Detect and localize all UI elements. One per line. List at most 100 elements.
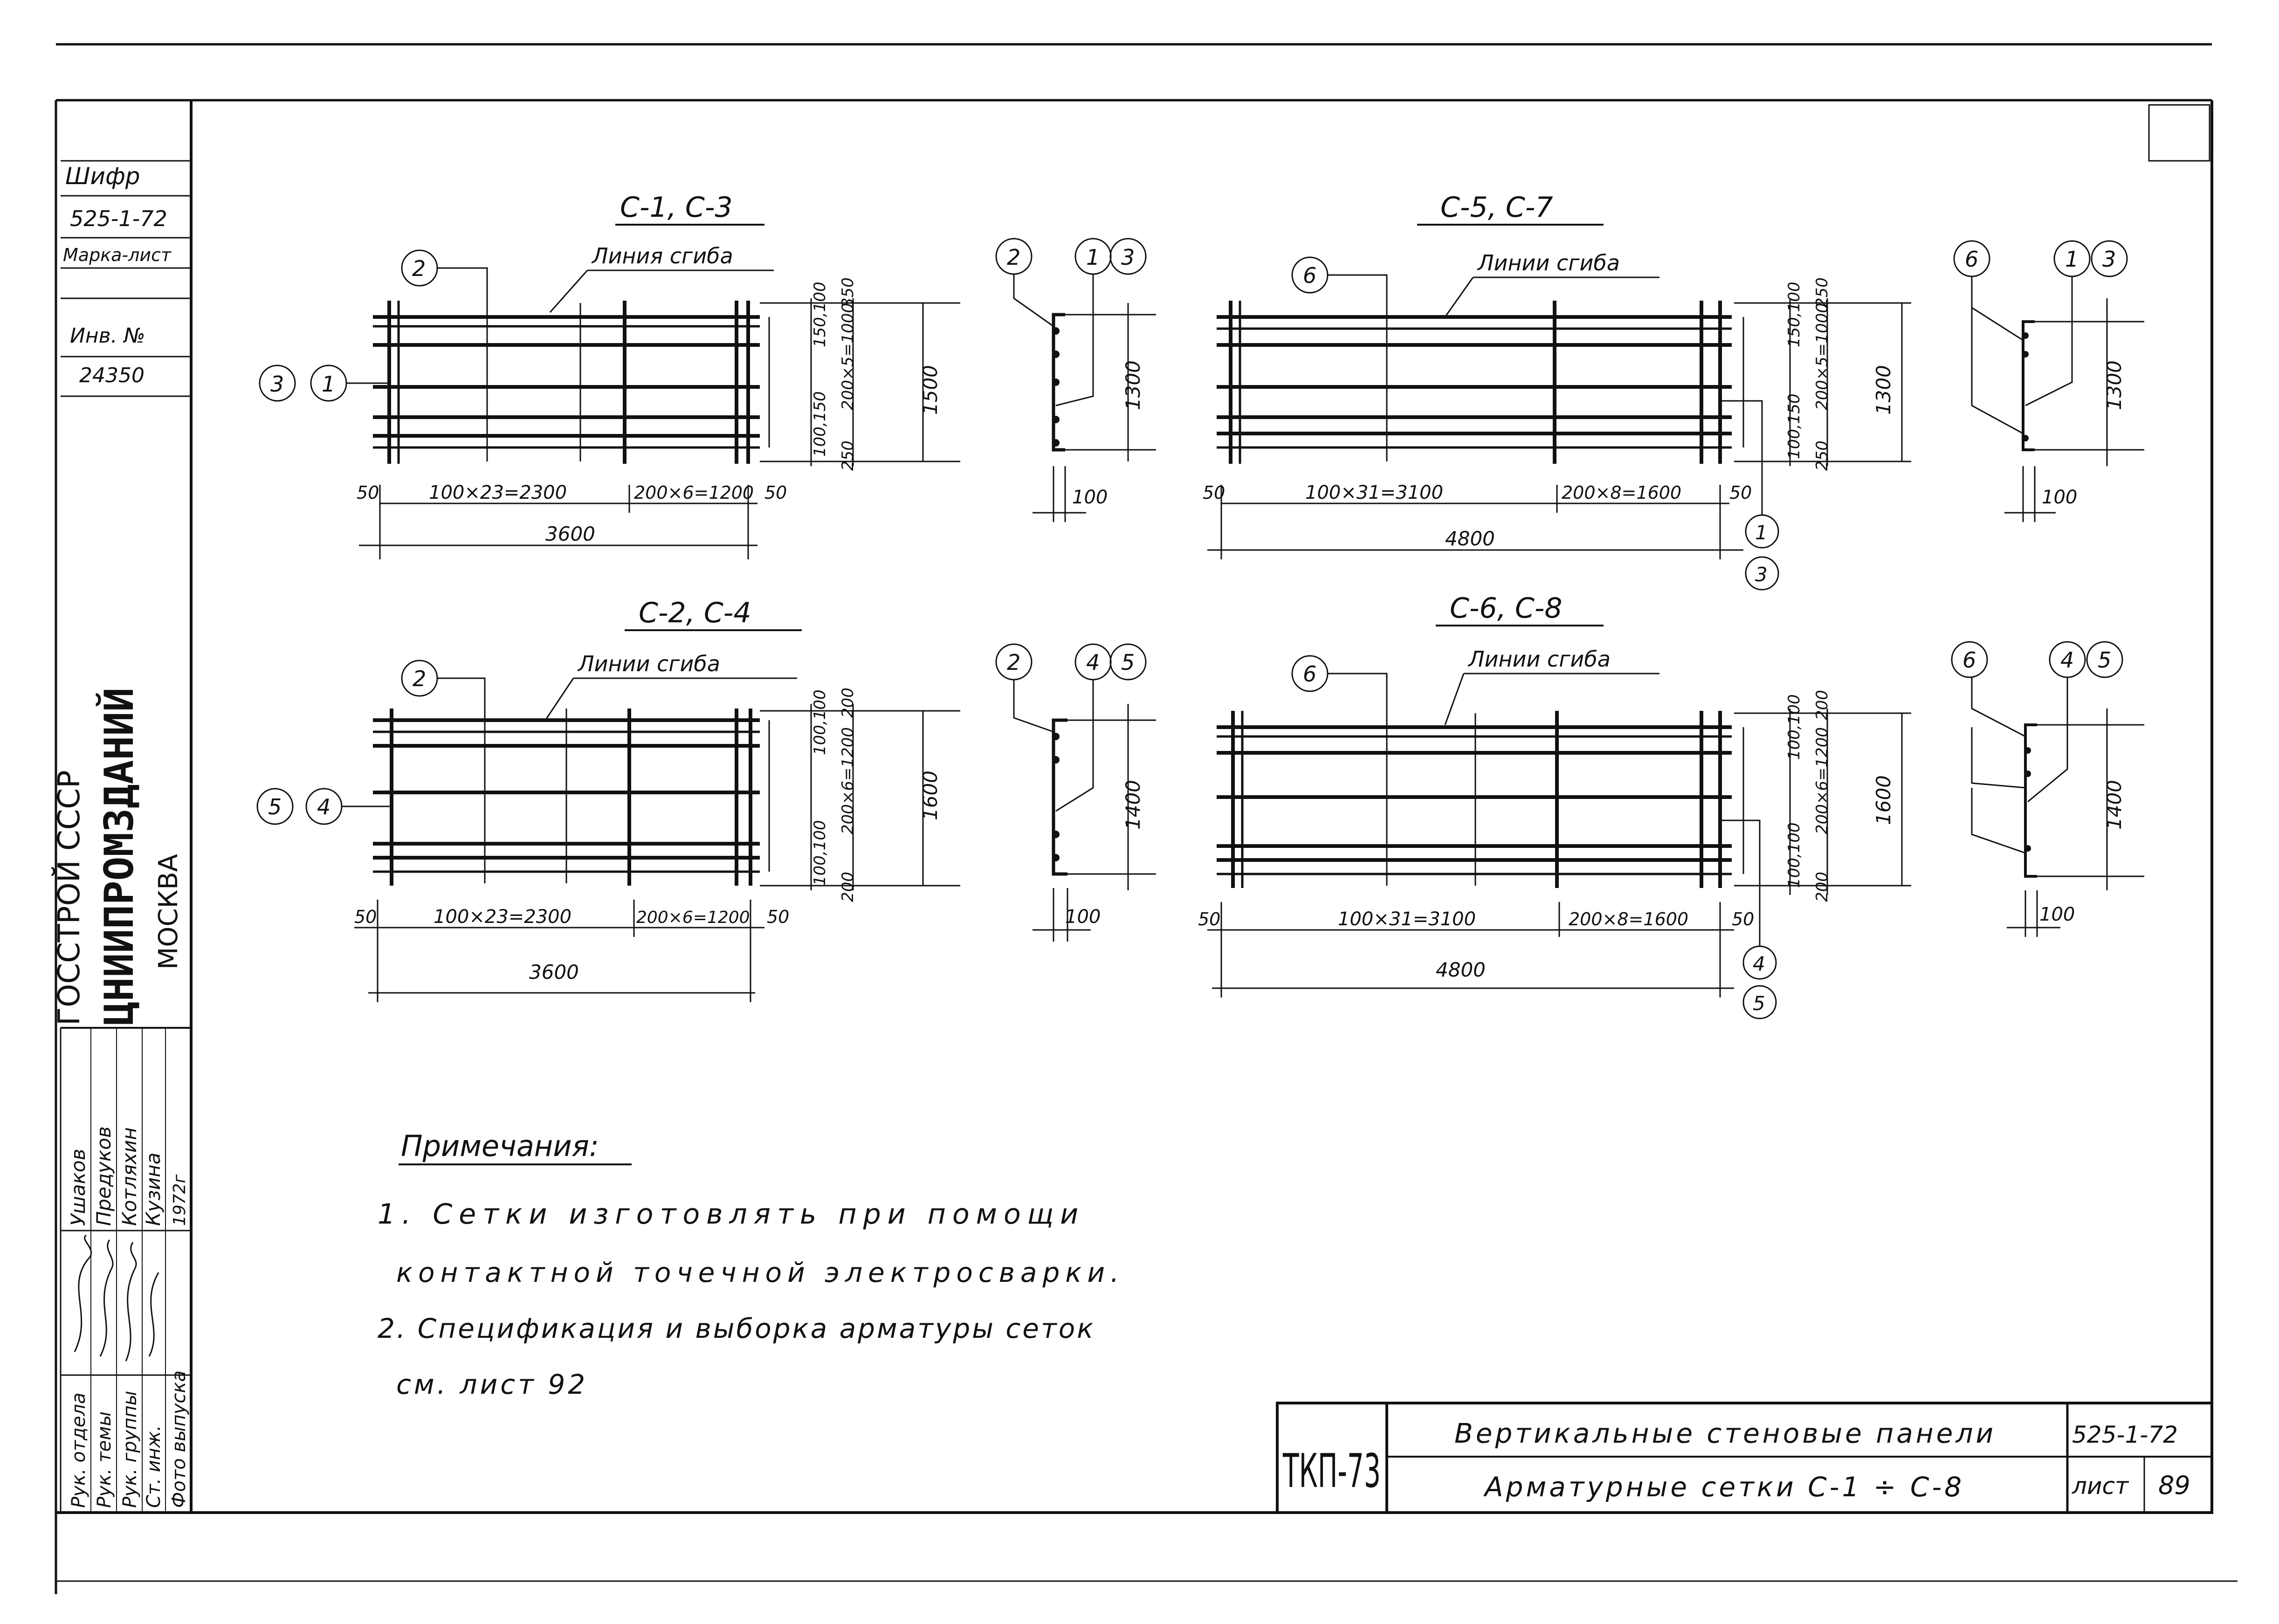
title-block: ТКП-73 Вертикальные стеновые панели Арма…	[1276, 1402, 2213, 1514]
drawing-title: С-6, С-8	[1450, 592, 1563, 625]
section-c6-c8: 6 4 5 1400 100	[1951, 641, 2144, 937]
drawing-title: С-5, С-7	[1440, 191, 1553, 224]
sec-width: 100	[2042, 487, 2077, 508]
sec-width: 100	[1072, 487, 1108, 508]
section-c2-c4: 2 4 5 1400 100	[995, 643, 1156, 942]
total-length: 4800	[1436, 958, 1486, 981]
pos-left-a: 5	[268, 794, 282, 819]
h-bot2: 200	[1813, 872, 1831, 902]
mesh	[373, 709, 760, 886]
edge-right: 50	[1732, 909, 1754, 929]
stamp-name-3: Котляхин	[118, 1127, 141, 1226]
len-b: 200×8=1600	[1569, 909, 1688, 929]
tb-title-1: Вертикальные стеновые панели	[1454, 1418, 1996, 1449]
note-line-2: контактной точечной электросварки.	[396, 1257, 1124, 1288]
h-bot2: 200	[839, 872, 857, 902]
bend-label: Линии сгиба	[1467, 647, 1611, 672]
pos-left-b: 4	[317, 794, 330, 819]
drawing-c1-c3: С-1, С-3	[259, 191, 960, 559]
mark-label: Марка-лист	[63, 245, 172, 265]
note-line-3: 2. Спецификация и выборка арматуры сеток	[378, 1313, 1095, 1344]
pos-left-b: 1	[322, 372, 335, 397]
height: 1500	[919, 365, 942, 415]
sec-width: 100	[1065, 906, 1101, 928]
h-mid: 200×6=1200	[1813, 727, 1831, 834]
pos-left-a: 3	[270, 372, 284, 397]
sec-pos-a: 2	[1007, 650, 1020, 675]
sec-height: 1400	[1122, 780, 1144, 830]
tb-sheet-no: 89	[2158, 1471, 2190, 1500]
h-top2: 200	[839, 688, 857, 718]
sec-pos-a: 6	[1962, 647, 1976, 673]
sec-pos-c: 5	[1121, 650, 1135, 675]
len-a: 100×31=3100	[1305, 482, 1443, 503]
h-bot: 100,100	[1785, 822, 1804, 888]
cipher-value: 525-1-72	[70, 206, 167, 231]
sec-pos-c: 3	[1121, 245, 1135, 270]
len-a: 100×23=2300	[434, 906, 571, 928]
stamp-role-2: Рук. темы	[94, 1411, 115, 1508]
sec-height: 1300	[2103, 360, 2126, 410]
drawing-c5-c7: С-5, С-7	[1203, 191, 1911, 591]
note-line-4: см. лист 92	[396, 1369, 588, 1400]
stamp-name-1: Ушаков	[67, 1149, 90, 1226]
sec-height: 1400	[2103, 780, 2126, 830]
sec-pos-b: 4	[1086, 650, 1100, 675]
pos-top: 6	[1303, 661, 1316, 687]
tb-title-2: Арматурные сетки С-1 ÷ С-8	[1483, 1471, 1964, 1503]
drawing-c6-c8: С-6, С-8	[1198, 592, 1911, 1019]
height: 1600	[1872, 775, 1895, 825]
h-top2: 200	[1813, 690, 1831, 720]
sec-pos-c: 3	[2102, 247, 2116, 272]
notes: Примечания: 1. Сетки изготовлять при пом…	[378, 1129, 1124, 1400]
tb-sheet-label: лист	[2072, 1473, 2129, 1500]
drawing-title: С-2, С-4	[639, 597, 751, 629]
sec-pos-c: 5	[2098, 647, 2111, 673]
inv-value: 24350	[79, 364, 145, 387]
sec-pos-b: 1	[1086, 245, 1100, 270]
pos-right-b: 5	[1753, 992, 1765, 1015]
bend-label: Линии сгиба	[577, 651, 720, 676]
edge-right: 50	[764, 482, 787, 503]
left-stamp: Шифр 525-1-72 Марка-лист Инв. № 24350 ГО…	[51, 160, 191, 1513]
tb-code: ТКП-73	[1282, 1444, 1381, 1498]
edge-left: 50	[357, 482, 379, 503]
drawing-c2-c4: С-2, С-4	[256, 597, 960, 1002]
edge-left: 50	[1198, 909, 1220, 929]
mesh	[373, 301, 760, 464]
len-a: 100×31=3100	[1338, 908, 1476, 930]
len-b: 200×8=1600	[1562, 482, 1681, 503]
note-line-1: 1. Сетки изготовлять при помощи	[378, 1198, 1085, 1231]
sec-height: 1300	[1122, 360, 1144, 410]
edge-right: 50	[767, 907, 789, 927]
stamp-role-4: Ст. инж.	[143, 1425, 165, 1508]
total-length: 3600	[545, 523, 595, 545]
stamp-name-4: Кузина	[142, 1153, 165, 1226]
edge-right: 50	[1729, 482, 1752, 503]
edge-left: 50	[354, 907, 377, 927]
h-top: 150,100	[1785, 282, 1804, 347]
total-length: 4800	[1445, 527, 1495, 550]
org-institute: ЦНИИПРОМЗДАНИЙ	[96, 688, 143, 1025]
pos-right-a: 4	[1753, 952, 1765, 975]
h-mid: 200×6=1200	[839, 727, 857, 834]
h-mid: 200×5=1000	[839, 303, 857, 410]
mesh	[1217, 301, 1732, 464]
h-bot: 100,100	[811, 820, 829, 886]
sec-width: 100	[2039, 904, 2075, 925]
h-bot: 100,150	[811, 391, 829, 457]
stamp-name-5: 1972г	[170, 1174, 189, 1226]
org-gosstroy: ГОССТРОЙ СССР	[51, 770, 87, 1025]
sheet-frame	[55, 99, 2238, 1594]
bend-label: Линия сгиба	[591, 243, 733, 268]
bend-label: Линии сгиба	[1477, 250, 1620, 275]
cipher-label: Шифр	[65, 163, 140, 190]
h-top: 150,100	[811, 282, 829, 347]
mesh	[1217, 711, 1732, 888]
h-top2: 250	[1813, 277, 1831, 308]
len-b: 200×6=1200	[634, 482, 754, 503]
stamp-role-1: Рук. отдела	[68, 1393, 90, 1508]
sec-pos-b: 4	[2060, 647, 2074, 673]
pos-top: 6	[1303, 263, 1316, 288]
